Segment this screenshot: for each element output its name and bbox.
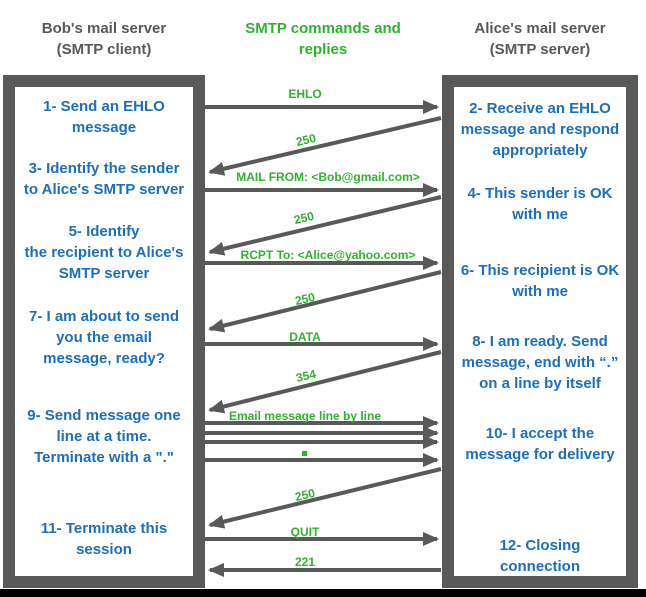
client-step-9: 9- Send message one line at a time. Term…	[27, 407, 181, 466]
label-rcpt-to: RCPT To: <Alice@yahoo.com>	[240, 248, 416, 262]
server-step-4: 4- This sender is OK with me	[467, 185, 613, 223]
server-step-6: 6- This recipient is OK with me	[460, 262, 620, 300]
server-step-10: 10- I accept the message for delivery	[465, 425, 615, 463]
arrow-250-rcpt-reply	[208, 270, 442, 333]
label-data: DATA	[289, 330, 321, 344]
server-step-8: 8- I am ready. Send message, end with “.…	[461, 333, 619, 392]
server-step-2: 2- Receive an EHLO message and respond a…	[460, 100, 620, 159]
arrow-250-ehlo-reply	[208, 116, 442, 176]
arrow-250-accept-reply	[208, 467, 442, 529]
server-box	[442, 75, 638, 588]
client-step-1: 1- Send an EHLO message	[43, 98, 165, 136]
label-ehlo: EHLO	[288, 87, 322, 101]
server-column-header: Alice's mail server (SMTP server)	[474, 20, 606, 58]
arrow-354-reply	[208, 350, 442, 414]
server-step-12: 12- Closing connection	[499, 537, 581, 575]
label-221-reply: 221	[294, 555, 316, 569]
arrow-250-mail-reply	[208, 195, 442, 256]
terminating-dot-symbol	[302, 451, 307, 456]
label-email-message-lines: Email message line by line	[228, 409, 382, 423]
label-mail-from: MAIL FROM: <Bob@gmail.com>	[236, 170, 420, 184]
middle-column-header: SMTP commands and replies	[245, 20, 401, 58]
client-column-header: Bob's mail server (SMTP client)	[41, 20, 167, 58]
client-step-3: 3- Identify the sender to Alice's SMTP s…	[23, 160, 185, 198]
bottom-black-bar	[0, 589, 646, 597]
label-quit: QUIT	[290, 525, 320, 539]
client-step-7: 7- I am about to send you the email mess…	[28, 308, 179, 367]
client-step-11: 11- Terminate this session	[40, 520, 168, 558]
client-box	[3, 75, 205, 588]
client-step-5: 5- Identify the recipient to Alice's SMT…	[24, 223, 184, 282]
